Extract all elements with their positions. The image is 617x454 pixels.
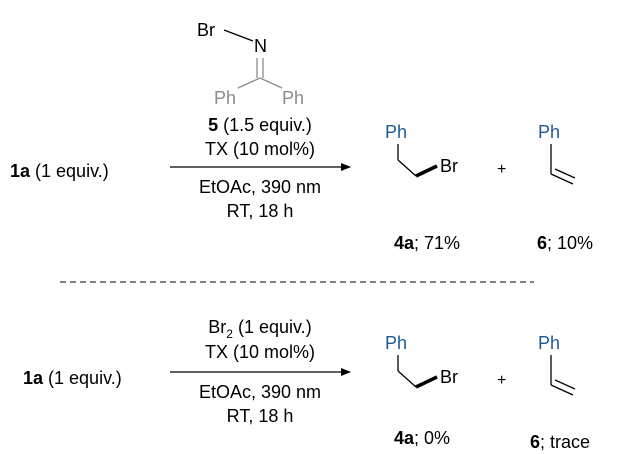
reaction2-substrate: 1a (1 equiv.): [23, 368, 122, 388]
4a-bond-2: [397, 159, 417, 177]
reaction2-br2-reagent: Br2 (1 equiv.): [208, 317, 311, 341]
reagent-5-ph-left: Ph: [214, 88, 236, 108]
reaction2-4a-ph: Ph: [385, 333, 407, 353]
reaction1-solvent: EtOAc, 390 nm: [199, 177, 321, 197]
reaction2-solvent: EtOAc, 390 nm: [199, 382, 321, 402]
reaction2-catalyst: TX (10 mol%): [205, 342, 315, 362]
reaction1-6-ph: Ph: [538, 122, 560, 142]
6-double-bond-inner: [554, 379, 576, 390]
reaction1-substrate: 1a (1 equiv.): [10, 161, 109, 181]
6-double-bond-outer: [550, 384, 574, 396]
reaction2-product-6-structure: Ph: [538, 333, 576, 396]
reaction1-plus: +: [497, 161, 506, 178]
c-ph-right-bond: [259, 77, 283, 89]
6-double-bond-inner: [554, 168, 576, 179]
reaction2-4a-br: Br: [440, 367, 458, 387]
reaction1-product-6-structure: Ph: [538, 122, 576, 185]
reagent-5-structure: Br N Ph Ph: [197, 20, 304, 108]
reaction1-4a-br: Br: [440, 156, 458, 176]
reaction1-catalyst: TX (10 mol%): [205, 139, 315, 159]
reaction1-6-yield: 6; 10%: [537, 233, 593, 253]
4a-bond-3-bold: [415, 164, 438, 178]
reaction2-conditions: RT, 18 h: [227, 406, 294, 426]
reaction2-product-4a-structure: Ph Br: [385, 333, 458, 389]
reaction-1: 1a (1 equiv.) 5 (1.5 equiv.) TX (10 mol%…: [10, 115, 593, 253]
4a-bond-2: [397, 370, 417, 388]
reaction1-4a-ph: Ph: [385, 122, 407, 142]
reaction2-4a-yield: 4a; 0%: [394, 428, 450, 448]
4a-bond-3-bold: [415, 375, 438, 389]
reagent-5-n-atom: N: [254, 36, 267, 56]
reaction1-product-4a-structure: Ph Br: [385, 122, 458, 178]
reaction2-6-ph: Ph: [538, 333, 560, 353]
reaction-2: 1a (1 equiv.) Br2 (1 equiv.) TX (10 mol%…: [23, 317, 590, 452]
c-ph-left-bond: [237, 77, 261, 89]
reaction1-conditions: RT, 18 h: [227, 201, 294, 221]
reagent-5-ph-right: Ph: [282, 88, 304, 108]
br-n-bond: [223, 29, 254, 42]
reaction2-6-yield: 6; trace: [530, 432, 590, 452]
reaction1-4a-yield: 4a; 71%: [394, 233, 460, 253]
reaction2-plus: +: [497, 372, 506, 389]
reaction1-reagent-5-label: 5 (1.5 equiv.): [208, 115, 312, 135]
reagent-5-br-atom: Br: [197, 20, 215, 40]
6-double-bond-outer: [550, 173, 574, 185]
